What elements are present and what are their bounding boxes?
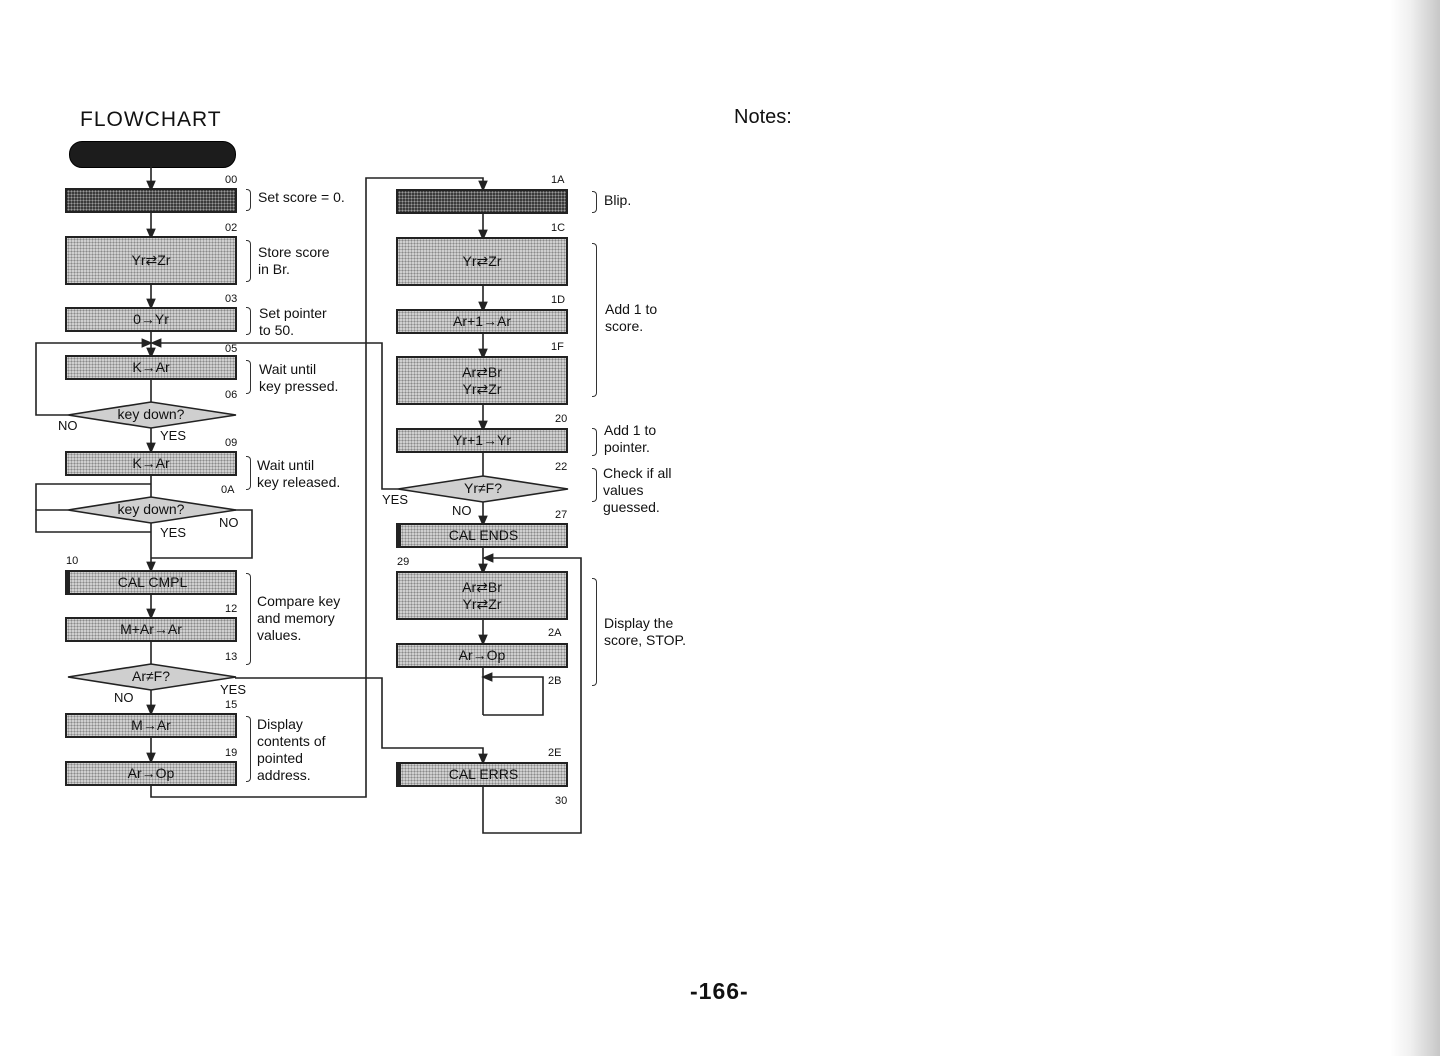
box-10: CAL CMPL (65, 570, 237, 595)
brace (246, 456, 251, 490)
box-00 (65, 188, 237, 213)
step-num-05: 05 (225, 343, 238, 355)
box-1A (396, 189, 568, 214)
step-num-03: 03 (225, 293, 238, 305)
box-02: Yr⇄Zr (65, 236, 237, 285)
box-2A: Ar→Op (396, 643, 568, 668)
box-20: Yr+1→Yr (396, 428, 568, 453)
flowchart-title: FLOWCHART (80, 108, 222, 131)
diamond-13 (67, 663, 237, 691)
step-num-29: 29 (397, 556, 410, 568)
brace (246, 573, 251, 665)
box-1C: Yr⇄Zr (396, 237, 568, 286)
step-num-2B: 2B (548, 675, 562, 687)
box-09: K→Ar (65, 451, 237, 476)
box-1D: Ar+1→Ar (396, 309, 568, 334)
page-number: -166- (690, 978, 749, 1004)
decision-06-no: NO (58, 418, 78, 433)
brace (246, 716, 251, 782)
step-num-13: 13 (225, 651, 238, 663)
step-num-27: 27 (555, 509, 568, 521)
brace (246, 360, 251, 394)
diamond-06 (67, 401, 237, 429)
decision-06-yes: YES (160, 428, 187, 443)
diamond-22 (397, 475, 569, 503)
notes-label: Notes: (734, 106, 792, 128)
step-num-1C: 1C (551, 222, 566, 234)
brace (592, 191, 597, 213)
comment-1A: Blip. (604, 192, 632, 208)
step-num-09: 09 (225, 437, 238, 449)
decision-0A-text: key down? (117, 501, 185, 517)
brace (246, 307, 251, 335)
decision-22-text: Yr≠F? (463, 480, 503, 496)
step-num-00: 00 (225, 174, 238, 186)
brace (592, 578, 597, 686)
step-num-06: 06 (225, 389, 238, 401)
decision-13-text: Ar≠F? (131, 668, 171, 684)
step-num-1D: 1D (551, 294, 566, 306)
box-03: 0→Yr (65, 307, 237, 332)
page-edge-shadow (1390, 0, 1440, 1056)
decision-13-yes: YES (220, 682, 247, 697)
box-05: K→Ar (65, 355, 237, 380)
step-num-30: 30 (555, 795, 568, 807)
decision-22-yes: YES (382, 492, 409, 507)
step-num-0A: 0A (221, 484, 235, 496)
step-num-15: 15 (225, 699, 238, 711)
box-2E: CAL ERRS (396, 762, 568, 787)
step-num-1F: 1F (551, 341, 564, 353)
decision-0A-no: NO (219, 515, 239, 530)
box-27: CAL ENDS (396, 523, 568, 548)
step-num-12: 12 (225, 603, 238, 615)
brace (246, 189, 251, 211)
step-num-1A: 1A (551, 174, 565, 186)
box-15: M→Ar (65, 713, 237, 738)
comment-00: Set score = 0. (258, 189, 345, 205)
box-19: Ar→Op (65, 761, 237, 786)
decision-13-no: NO (114, 690, 134, 705)
box-12: M+Ar→Ar (65, 617, 237, 642)
brace (592, 468, 597, 502)
step-num-20: 20 (555, 413, 568, 425)
step-num-22: 22 (555, 461, 568, 473)
step-num-02: 02 (225, 222, 238, 234)
step-num-2A: 2A (548, 627, 562, 639)
brace (592, 428, 597, 456)
brace (246, 240, 251, 282)
step-num-19: 19 (225, 747, 238, 759)
diamond-0A (67, 496, 237, 524)
decision-0A-yes: YES (160, 525, 187, 540)
brace (592, 243, 597, 397)
decision-06-text: key down? (117, 406, 185, 422)
decision-22-no: NO (452, 503, 472, 518)
step-num-10: 10 (66, 555, 79, 567)
start-terminal (69, 141, 236, 168)
step-num-2E: 2E (548, 747, 562, 759)
